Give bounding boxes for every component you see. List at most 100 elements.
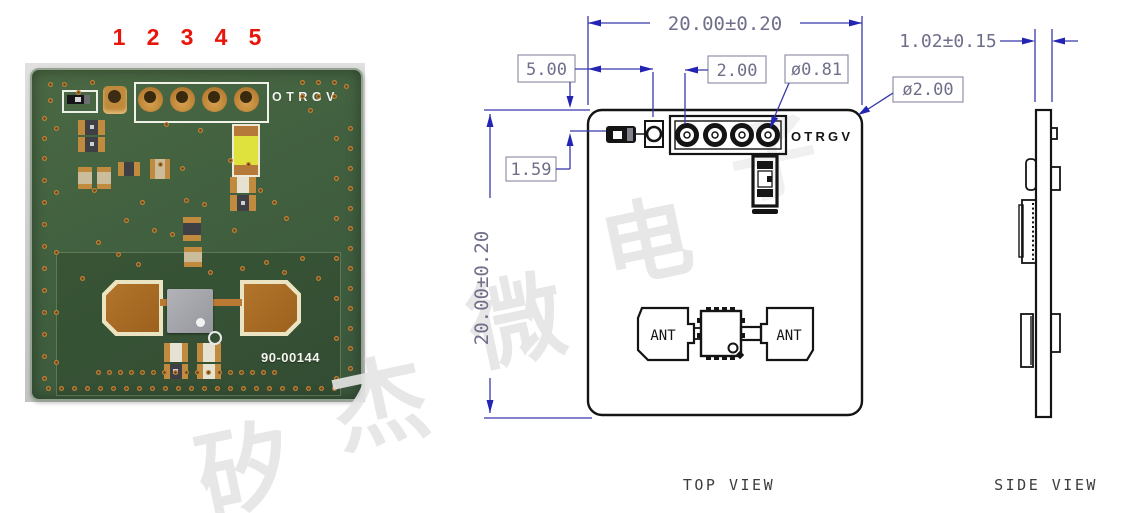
via-dot: [59, 386, 64, 391]
pin5-pad: [234, 87, 259, 112]
via-dot: [261, 370, 266, 375]
via-dot: [48, 98, 53, 103]
dim-row-offset: 1.59: [511, 160, 552, 180]
via-dot: [158, 162, 163, 167]
via-dot: [184, 198, 189, 203]
via-dot: [42, 116, 47, 121]
via-dot: [284, 216, 289, 221]
part-number-label: 90-00144: [261, 350, 320, 365]
pcb-board: OTRGV: [30, 68, 363, 401]
via-dot: [334, 216, 339, 221]
via-dot: [189, 386, 194, 391]
via-dot: [195, 370, 200, 375]
pin-header-silkscreen-box: [134, 82, 269, 123]
side-view-label: SIDE VIEW: [994, 476, 1098, 494]
via-dot: [198, 128, 203, 133]
via-dot: [348, 146, 353, 151]
via-dot: [228, 386, 233, 391]
pin2-pad: [138, 87, 163, 112]
via-dot: [42, 376, 47, 381]
capacitor: [78, 167, 92, 189]
via-dot: [334, 296, 339, 301]
via-dot: [163, 386, 168, 391]
via-dot: [316, 94, 321, 99]
capacitor: [97, 167, 111, 189]
via-dot: [300, 80, 305, 85]
via-dot: [334, 136, 339, 141]
via-dot: [306, 386, 311, 391]
via-dot: [217, 370, 222, 375]
via-dot: [54, 190, 59, 195]
via-dot: [96, 370, 101, 375]
silkscreen-label: OTRGV: [272, 90, 339, 104]
via-dot: [46, 386, 51, 391]
silkscreen-ring: [208, 331, 222, 345]
capacitor: [184, 247, 202, 267]
via-dot: [206, 370, 211, 375]
via-dot: [42, 156, 47, 161]
via-dot: [152, 228, 157, 233]
via-dot: [42, 310, 47, 315]
via-dot: [162, 370, 167, 375]
via-dot: [164, 122, 169, 127]
via-dot: [228, 370, 233, 375]
via-dot: [42, 178, 47, 183]
via-dot: [72, 386, 77, 391]
pin1-marker-dot: [196, 318, 205, 327]
feed-trace-right: [211, 299, 242, 306]
via-dot: [272, 200, 277, 205]
pin1-pad: [103, 86, 127, 114]
side-view: [1018, 108, 1061, 419]
via-dot: [316, 80, 321, 85]
via-dot: [98, 386, 103, 391]
via-dot: [124, 218, 129, 223]
via-dot: [334, 336, 339, 341]
via-dot: [300, 256, 305, 261]
via-dot: [96, 240, 101, 245]
via-dot: [129, 370, 134, 375]
via-dot: [272, 370, 277, 375]
via-dot: [348, 346, 353, 351]
via-dot: [264, 260, 269, 265]
smd-component: [67, 95, 90, 104]
resistor: [78, 120, 105, 135]
via-dot: [42, 222, 47, 227]
via-dot: [80, 276, 85, 281]
via-dot: [184, 370, 189, 375]
via-dot: [150, 386, 155, 391]
via-dot: [42, 266, 47, 271]
via-dot: [48, 82, 53, 87]
via-dot: [240, 266, 245, 271]
via-dot: [116, 252, 121, 257]
via-dot: [170, 232, 175, 237]
top-view-label: TOP VIEW: [683, 476, 775, 494]
antenna-patch-left: [102, 280, 163, 336]
via-dot: [140, 370, 145, 375]
resistor: [183, 217, 201, 241]
via-dot: [54, 360, 59, 365]
pin-number-5: 5: [248, 24, 262, 50]
via-dot: [151, 370, 156, 375]
resistor: [118, 162, 140, 176]
via-dot: [176, 386, 181, 391]
via-dot: [180, 166, 185, 171]
led-component: [232, 124, 260, 177]
via-dot: [300, 94, 305, 99]
dim-thickness: 1.02±0.15: [899, 31, 997, 52]
via-dot: [293, 386, 298, 391]
via-dot: [348, 286, 353, 291]
via-dot: [332, 80, 337, 85]
via-dot: [348, 126, 353, 131]
dim-hole-diameter: ø0.81: [791, 60, 842, 80]
watermark-char: 矽: [186, 407, 303, 513]
radar-ic-chip: [167, 289, 213, 333]
via-dot: [137, 386, 142, 391]
via-dot: [136, 262, 141, 267]
via-dot: [348, 246, 353, 251]
via-dot: [258, 188, 263, 193]
pin-number-4: 4: [214, 24, 228, 50]
via-dot: [254, 386, 259, 391]
via-dot: [348, 266, 353, 271]
resistor: [230, 195, 256, 211]
via-dot: [85, 386, 90, 391]
